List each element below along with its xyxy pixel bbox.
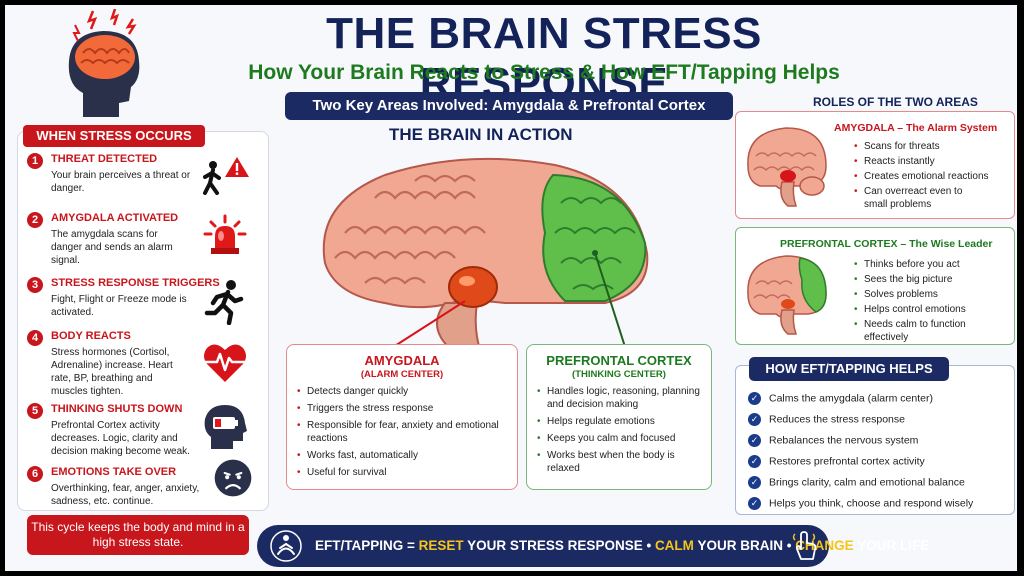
pfc-title: PREFRONTAL CORTEX (546, 353, 692, 368)
banner-text: EFT/TAPPING = RESET YOUR STRESS RESPONSE… (315, 538, 930, 553)
meditation-icon (270, 530, 302, 562)
pfc-subtitle: (THINKING CENTER) (572, 369, 666, 380)
step-title: AMYGDALA ACTIVATED (51, 212, 179, 224)
list-item: Needs calm to function effectively (854, 318, 984, 344)
amygdala-info-box: AMYGDALA (ALARM CENTER) Detects danger q… (286, 344, 518, 490)
brain-in-action-title: THE BRAIN IN ACTION (389, 125, 573, 144)
checkmark-icon: ✓ (748, 497, 761, 510)
step-number: 5 (27, 403, 43, 419)
list-item: Reacts instantly (854, 155, 1010, 168)
step-title: STRESS RESPONSE TRIGGERS (51, 277, 220, 289)
key-areas-banner: Two Key Areas Involved: Amygdala & Prefr… (285, 92, 733, 120)
step-desc: Stress hormones (Cortisol, Adrenaline) i… (51, 347, 173, 397)
checkmark-icon: ✓ (748, 413, 761, 426)
tapping-hand-icon (792, 531, 817, 560)
amygdala-role-title: AMYGDALA – The Alarm System (834, 122, 998, 134)
amygdala-title: AMYGDALA (364, 353, 440, 368)
checkmark-icon: ✓ (748, 476, 761, 489)
eft-item: ✓Helps you think, choose and respond wis… (748, 497, 973, 510)
amygdala-list: Detects danger quickly Triggers the stre… (297, 385, 509, 479)
list-item: Creates emotional reactions (854, 170, 1010, 183)
step-title: EMOTIONS TAKE OVER (51, 466, 177, 478)
eft-helps-heading: HOW EFT/TAPPING HELPS (749, 357, 949, 381)
eft-item: ✓Rebalances the nervous system (748, 434, 918, 447)
list-item: Handles logic, reasoning, planning and d… (537, 385, 707, 411)
step-desc: Fight, Flight or Freeze mode is activate… (51, 294, 187, 318)
step-title: THREAT DETECTED (51, 153, 158, 165)
list-item: Helps control emotions (854, 303, 1010, 316)
list-item: Helps regulate emotions (537, 415, 707, 428)
sad-face-icon (214, 459, 252, 497)
step-title: BODY REACTS (51, 330, 131, 342)
list-item: Keeps you calm and focused (537, 432, 707, 445)
pfc-role-title: PREFRONTAL CORTEX – The Wise Leader (780, 238, 993, 250)
eft-helps-panel: ✓Calms the amygdala (alarm center) ✓Redu… (735, 365, 1015, 515)
eft-item: ✓Restores prefrontal cortex activity (748, 455, 925, 468)
roles-title: ROLES OF THE TWO AREAS (813, 95, 978, 109)
pfc-role-list: Thinks before you act Sees the big pictu… (854, 258, 1010, 344)
step-desc: Prefrontal Cortex activity decreases. Lo… (51, 420, 190, 457)
step-number: 6 (27, 466, 43, 482)
checkmark-icon: ✓ (748, 392, 761, 405)
infographic: THE BRAIN STRESS RESPONSE How Your Brain… (5, 5, 1017, 571)
list-item: Useful for survival (297, 466, 509, 479)
running-person-warning-icon (203, 157, 249, 195)
list-item: Works best when the body is relaxed (537, 449, 707, 475)
list-item: Thinks before you act (854, 258, 1010, 271)
stress-steps-heading: WHEN STRESS OCCURS (23, 125, 205, 147)
list-item: Detects danger quickly (297, 385, 509, 398)
stressed-head-icon (68, 9, 140, 117)
step-number: 3 (27, 277, 43, 293)
amygdala-subtitle: (ALARM CENTER) (360, 369, 444, 380)
amygdala-brain-icon (747, 127, 827, 207)
step-number: 2 (27, 212, 43, 228)
eft-item: ✓Reduces the stress response (748, 413, 905, 426)
eft-item: ✓Calms the amygdala (alarm center) (748, 392, 933, 405)
heartbeat-icon (204, 344, 246, 382)
list-item: Scans for threats (854, 140, 1010, 153)
checkmark-icon: ✓ (748, 434, 761, 447)
main-title: THE BRAIN STRESS RESPONSE (326, 9, 762, 108)
low-battery-head-icon (204, 405, 247, 449)
pfc-brain-icon (747, 255, 827, 335)
step-number: 4 (27, 330, 43, 346)
amygdala-role-list: Scans for threats Reacts instantly Creat… (854, 140, 1010, 211)
list-item: Triggers the stress response (297, 402, 509, 415)
pfc-role-box: PREFRONTAL CORTEX – The Wise Leader Thin… (735, 227, 1015, 345)
list-item: Responsible for fear, anxiety and emotio… (297, 419, 509, 445)
eft-item: ✓Brings clarity, calm and emotional bala… (748, 476, 965, 489)
list-item: Sees the big picture (854, 273, 1010, 286)
step-desc: The amygdala scans for danger and sends … (51, 229, 173, 266)
list-item: Solves problems (854, 288, 1010, 301)
amygdala-role-box: AMYGDALA – The Alarm System Scans for th… (735, 111, 1015, 219)
list-item: Can overreact even to small problems (854, 185, 964, 211)
pfc-list: Handles logic, reasoning, planning and d… (537, 385, 707, 475)
step-desc: Overthinking, fear, anger, anxiety, sadn… (51, 483, 200, 507)
running-person-icon (204, 280, 244, 325)
subtitle: How Your Brain Reacts to Stress & How EF… (248, 61, 840, 84)
bottom-banner: EFT/TAPPING = RESET YOUR STRESS RESPONSE… (257, 525, 929, 567)
brain-illustration (322, 157, 649, 353)
step-number: 1 (27, 153, 43, 169)
checkmark-icon: ✓ (748, 455, 761, 468)
pfc-info-box: PREFRONTAL CORTEX (THINKING CENTER) Hand… (526, 344, 712, 490)
step-desc: Your brain perceives a threat or danger. (51, 170, 191, 194)
list-item: Works fast, automatically (297, 449, 509, 462)
alarm-siren-icon (203, 214, 247, 254)
cycle-note: This cycle keeps the body and mind in a … (27, 515, 249, 555)
step-title: THINKING SHUTS DOWN (51, 403, 183, 415)
